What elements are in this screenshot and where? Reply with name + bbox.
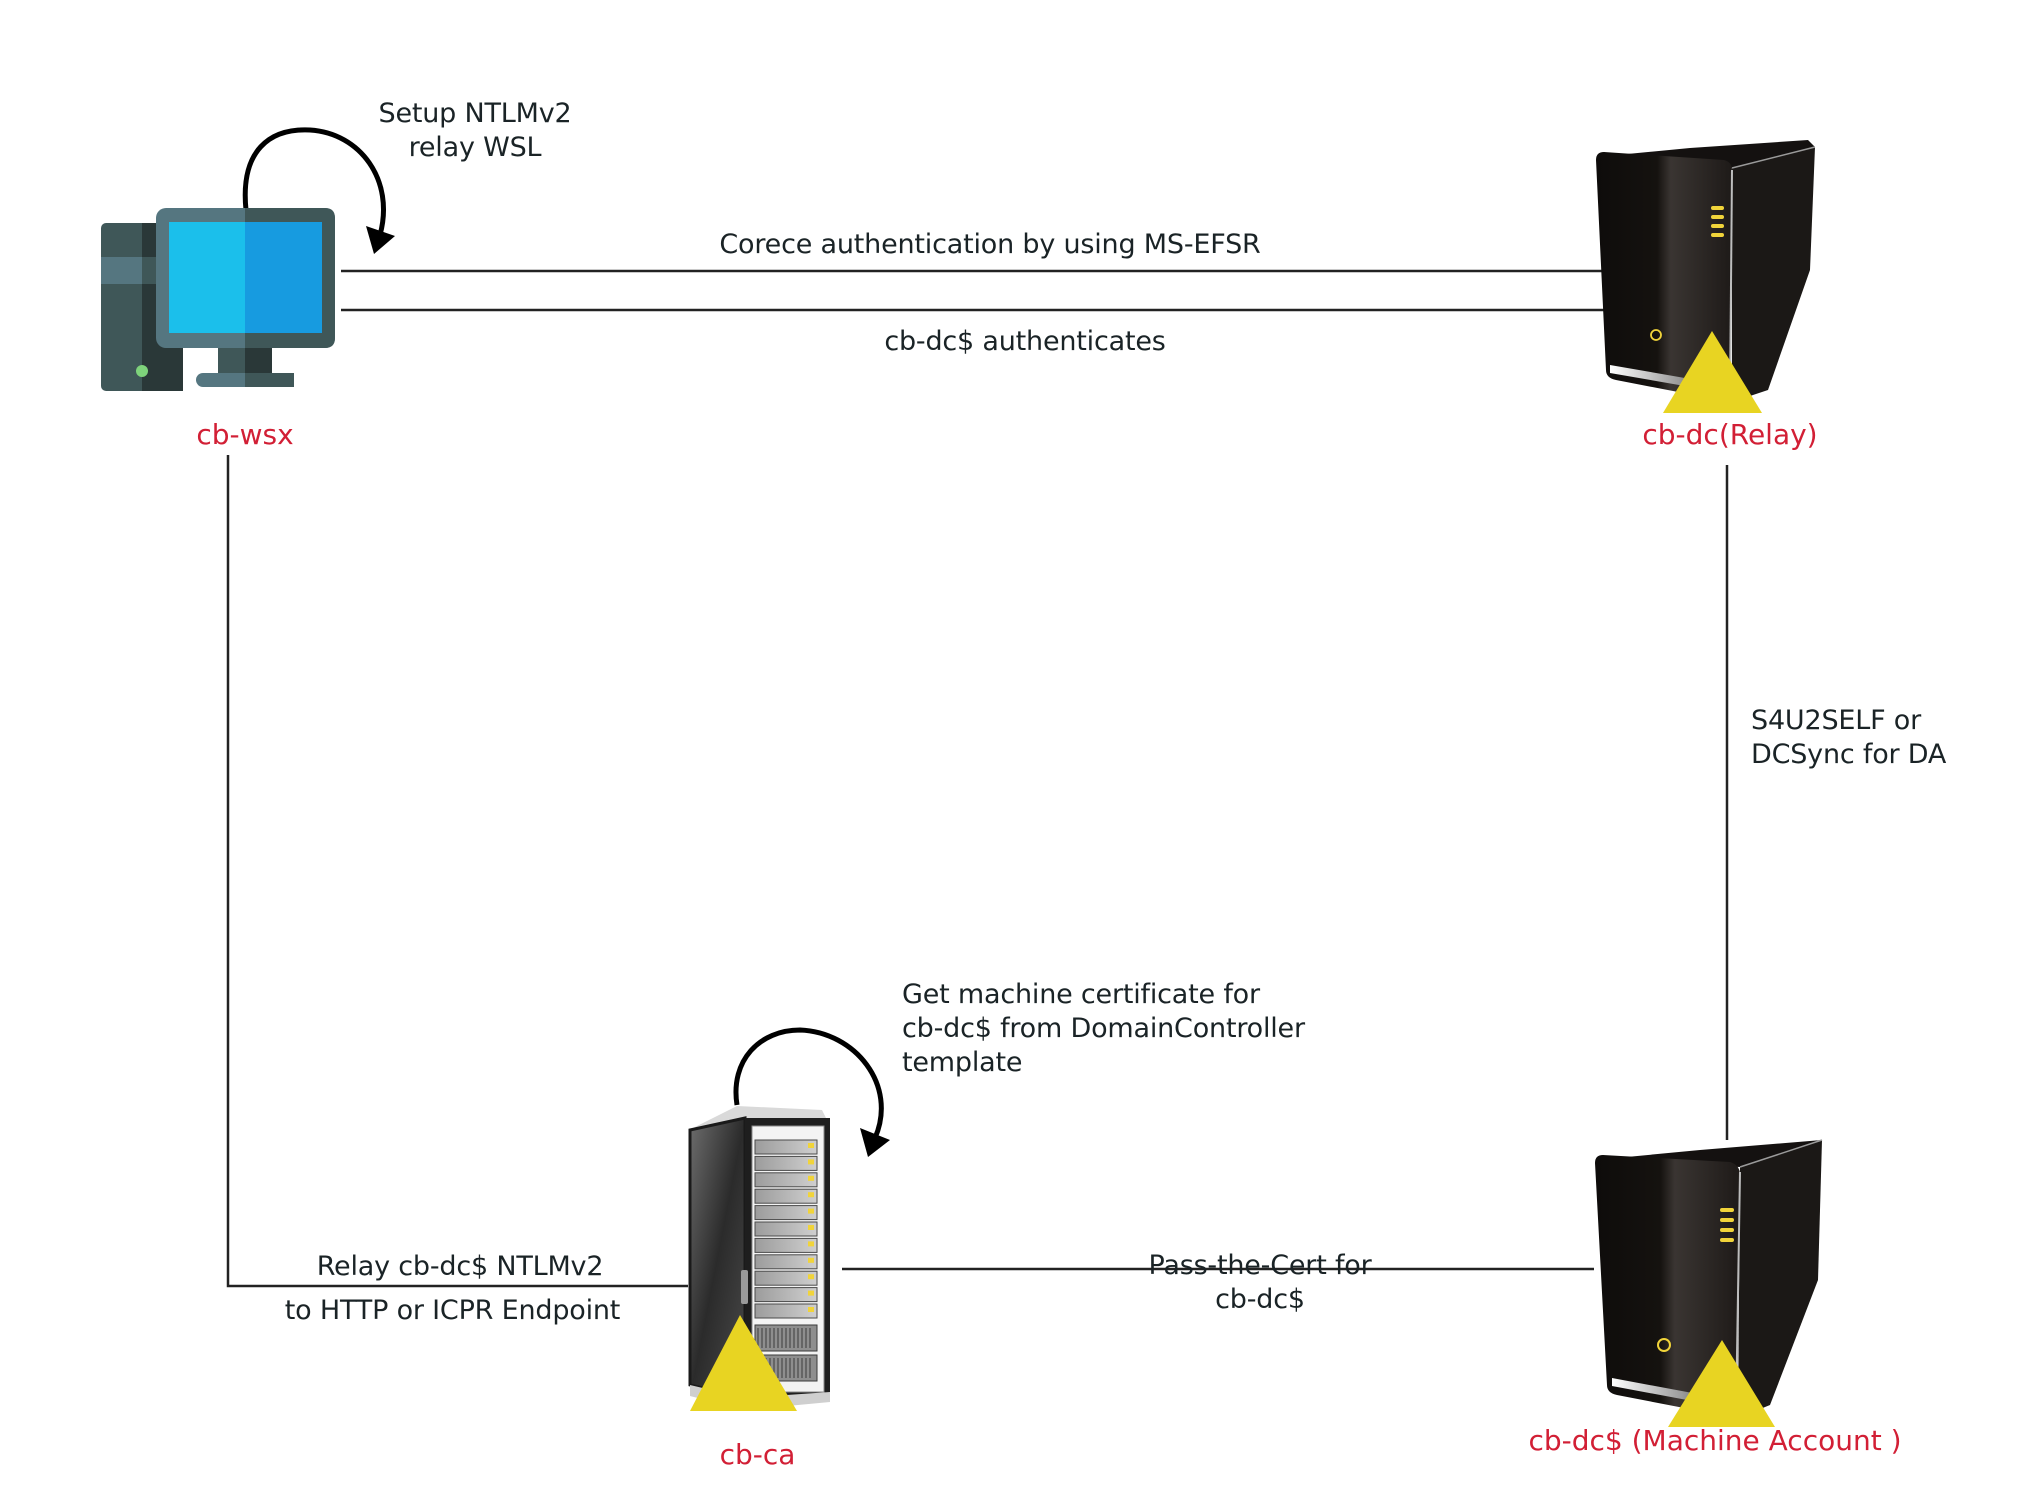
rack-unit-led [808, 1307, 814, 1312]
edge-label-get-machine-certificate: Get machine certificate for cb-dc$ from … [902, 979, 1305, 1078]
rack-unit-led [808, 1143, 814, 1148]
edge-label-pass-the-cert-line2: cb-dc$ [1215, 1284, 1305, 1315]
rack-unit-led [808, 1290, 814, 1296]
rack-unit-led [808, 1274, 814, 1280]
edge-label-setup-ntlm-relay: Setup NTLMv2 relay WSL [378, 98, 572, 163]
node-label-cb-wsx: cb-wsx [196, 418, 294, 451]
self-loop-arrow-ca [733, 1027, 890, 1157]
rack-server-unit [754, 1221, 818, 1237]
rack-server-unit [754, 1237, 818, 1253]
rack-unit-led [808, 1159, 814, 1165]
edge-relay-line [226, 455, 688, 1288]
edge-label-pass-the-cert-line1: Pass-the-Cert for [1148, 1250, 1372, 1281]
rack-unit-led [808, 1192, 814, 1198]
rack-server-unit [754, 1270, 818, 1286]
rack-door-handle [741, 1270, 748, 1304]
tower-server-icon-machine [1595, 1139, 1823, 1418]
rack-server-unit [754, 1139, 818, 1155]
desktop-computer-icon [101, 208, 335, 391]
rack-unit-led [808, 1175, 814, 1181]
rack-server-unit [754, 1205, 818, 1221]
rack-server-unit [754, 1155, 818, 1171]
rack-server-unit [754, 1172, 818, 1188]
rack-server-unit [754, 1188, 818, 1204]
node-label-cb-dc-machine: cb-dc$ (Machine Account ) [1528, 1424, 1902, 1457]
rack-server-unit [754, 1303, 818, 1319]
edge-label-s4u2self-dcsync: S4U2SELF or DCSync for DA [1751, 705, 1947, 770]
warning-triangle-relay [1663, 331, 1762, 413]
warning-triangle-ca [690, 1315, 797, 1411]
warning-triangle-machine [1668, 1340, 1775, 1427]
rack-unit-led [808, 1225, 814, 1230]
rack-server-unit [754, 1254, 818, 1270]
edge-label-relay-line2: to HTTP or ICPR Endpoint [284, 1295, 621, 1326]
rack-unit-led [808, 1208, 814, 1214]
edge-label-authenticates: cb-dc$ authenticates [884, 326, 1166, 357]
rack-server-unit [754, 1287, 818, 1303]
self-loop-arrow-wsx [242, 127, 395, 254]
rack-unit-led [808, 1241, 814, 1247]
edge-label-relay-line1: Relay cb-dc$ NTLMv2 [316, 1251, 604, 1282]
rack-unit-led [808, 1257, 814, 1263]
node-label-cb-ca: cb-ca [719, 1438, 796, 1471]
node-label-cb-dc-relay: cb-dc(Relay) [1642, 418, 1818, 451]
edge-label-coerce: Corece authentication by using MS-EFSR [719, 229, 1261, 260]
